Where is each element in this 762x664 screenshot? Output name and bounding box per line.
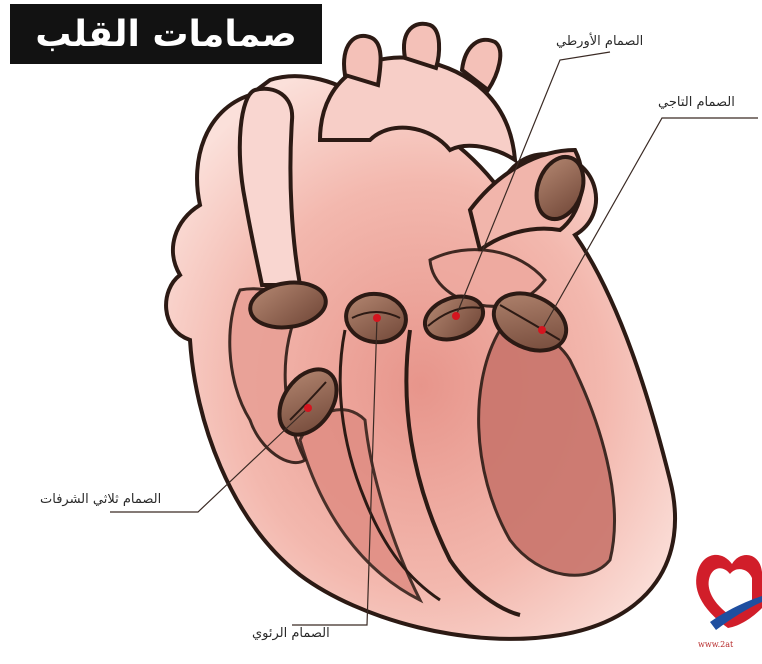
carotid-vessel	[404, 24, 439, 68]
marker-tricuspid	[304, 404, 312, 412]
site-logo	[690, 538, 762, 648]
marker-pulmonary	[373, 314, 381, 322]
logo-url: www.2at	[698, 640, 733, 649]
label-aortic-valve: الصمام الأورطي	[556, 34, 643, 49]
label-mitral-valve: الصمام التاجي	[658, 95, 735, 110]
brachiocephalic-vessel	[344, 36, 381, 85]
label-tricuspid-valve: الصمام ثلاثي الشرفات	[40, 492, 161, 507]
label-pulmonary-valve: الصمام الرئوي	[252, 626, 330, 641]
marker-aortic	[452, 312, 460, 320]
marker-mitral	[538, 326, 546, 334]
diagram-title-box: صمامات القلب	[10, 4, 322, 64]
diagram-title: صمامات القلب	[35, 14, 297, 55]
